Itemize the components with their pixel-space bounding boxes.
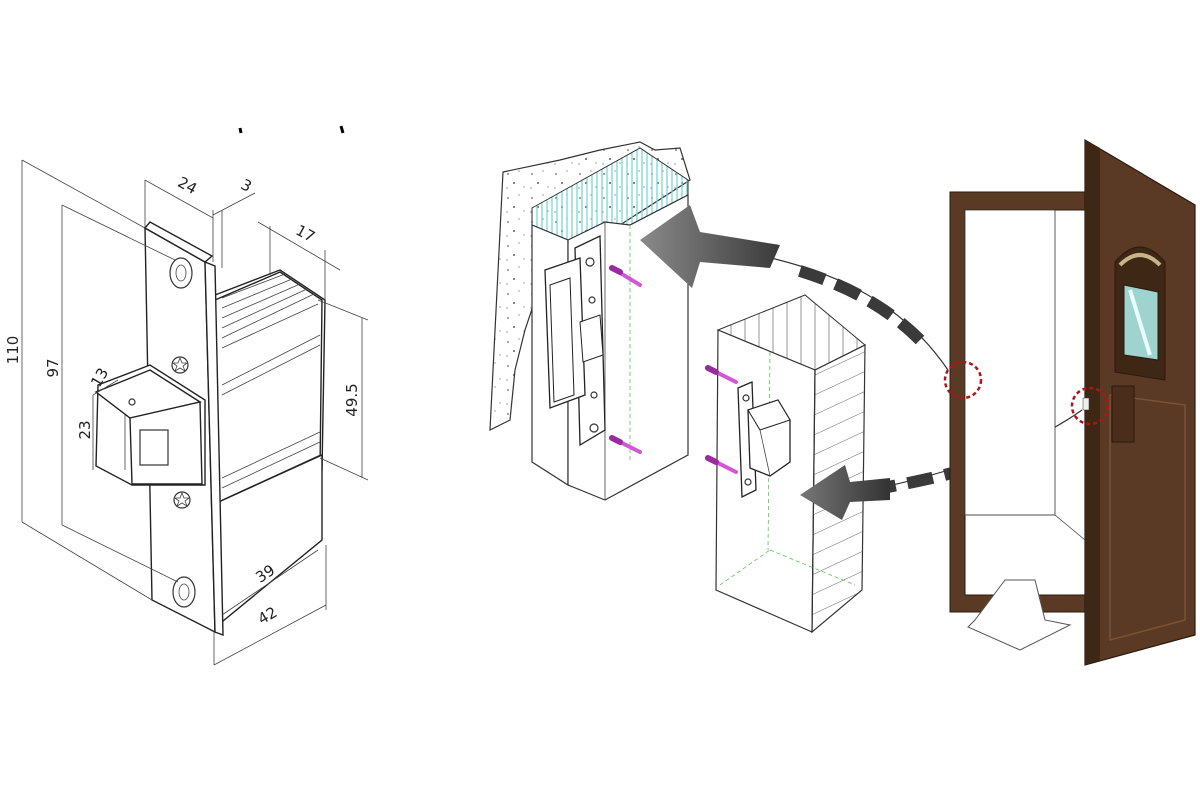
phillips-screw-icon	[705, 365, 738, 384]
frame-strike	[544, 234, 606, 447]
strike-keeper	[94, 364, 206, 486]
phillips-screw-icon	[171, 356, 189, 374]
highlight-circle-frame	[943, 360, 983, 400]
dim-23-label: 23	[76, 420, 94, 439]
door-keeper-plate	[737, 381, 791, 499]
phillips-screw-icon	[705, 455, 738, 474]
door-edge-installation-view	[705, 294, 866, 634]
phillips-screw-icon	[173, 491, 191, 509]
dim-17-label: 17	[293, 221, 318, 246]
phillips-screw-icon	[609, 435, 642, 454]
phillips-screw-icon	[609, 265, 642, 287]
dim-97-label: 97	[44, 358, 62, 377]
dim-24-label: 24	[175, 173, 200, 198]
dimension-lines	[21, 159, 369, 666]
highlight-circle-door	[1070, 386, 1110, 426]
curved-arrow-icon	[640, 205, 949, 371]
dim-110-label: 110	[4, 336, 22, 365]
dim-3-label: 3	[238, 175, 255, 195]
door-icon	[949, 138, 1196, 666]
strike-technical-drawing: 110 97 13 23 24 3 17 49.5 39 42	[4, 125, 369, 666]
dim-42-label: 42	[255, 603, 281, 628]
dim-49-5-label: 49.5	[343, 383, 361, 416]
frame-installation-view	[489, 141, 691, 501]
